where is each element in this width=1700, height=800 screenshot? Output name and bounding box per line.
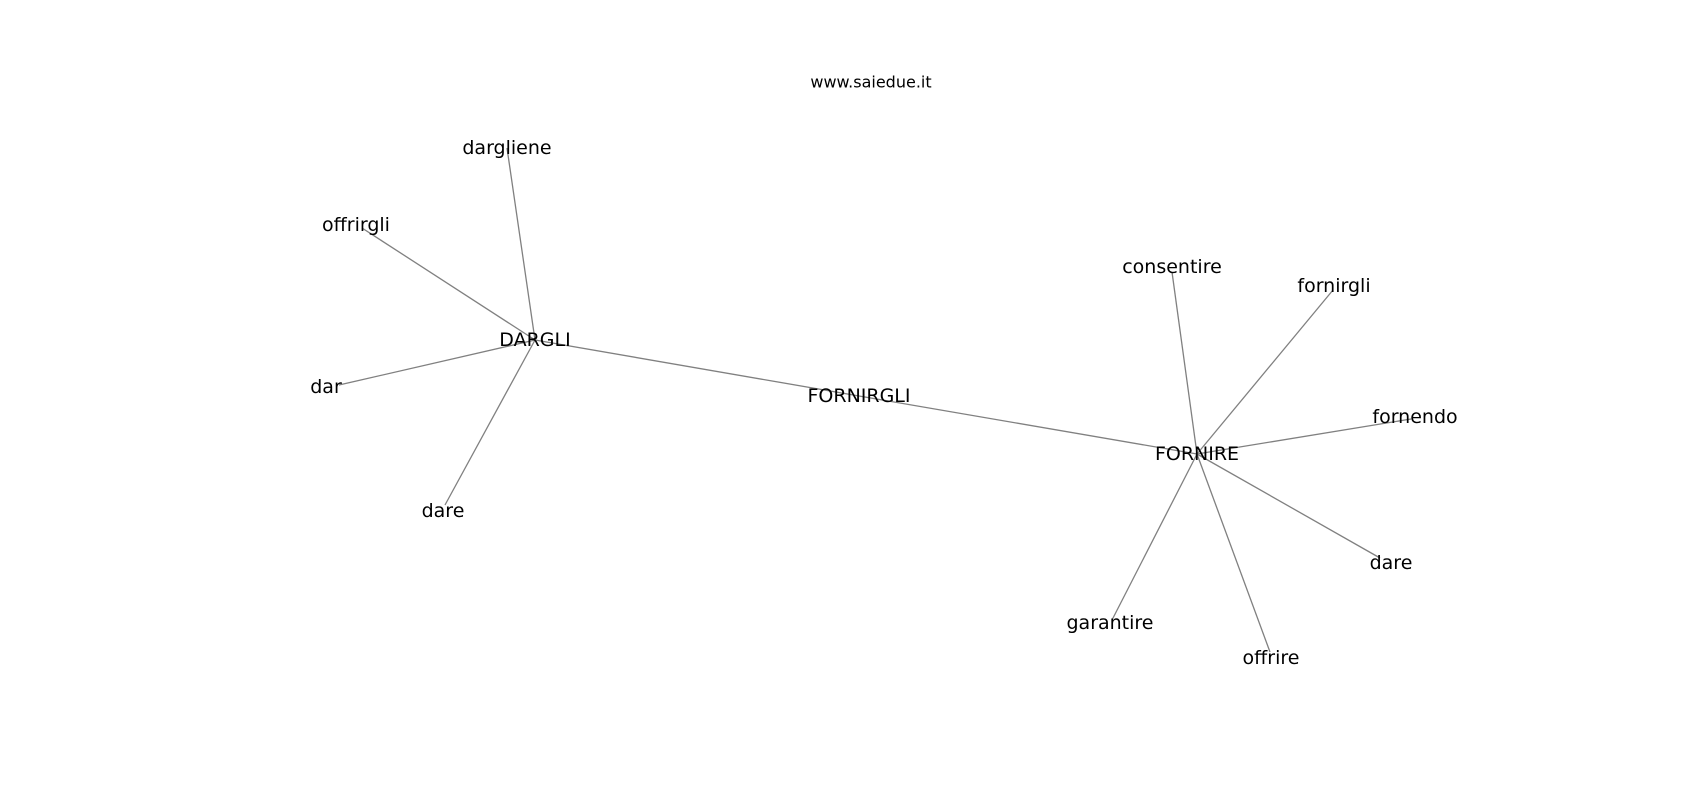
labels-layer: FORNIRGLI DARGLI FORNIRE dargliene offrirgli…	[310, 137, 1457, 669]
node-label-offrirgli: offrirgli	[322, 214, 390, 236]
edges-layer	[338, 147, 1412, 653]
node-label-dare-left: dare	[422, 500, 465, 522]
edge-fornire-dare_right	[1196, 453, 1381, 559]
edge-fornire-consentire	[1171, 271, 1198, 455]
node-label-dare-right: dare	[1370, 552, 1413, 574]
edge-fornire-fornirgli_leaf	[1196, 289, 1334, 455]
node-label-dargli: DARGLI	[499, 329, 570, 351]
node-label-offrire: offrire	[1243, 647, 1300, 669]
edge-fornire-garantire	[1111, 453, 1198, 621]
edge-dargli-offrirgli	[361, 227, 536, 341]
node-label-garantire: garantire	[1066, 612, 1153, 634]
edge-fornire-offrire	[1196, 453, 1271, 653]
site-watermark: www.saiedue.it	[810, 73, 931, 92]
node-label-fornire: FORNIRE	[1155, 443, 1239, 465]
node-label-fornirgli-center: FORNIRGLI	[807, 385, 910, 407]
edge-fornire-fornendo	[1196, 418, 1412, 455]
node-label-dargliene: dargliene	[462, 137, 551, 159]
node-label-fornendo: fornendo	[1372, 406, 1457, 428]
edge-fornirgli_center-fornire	[858, 395, 1198, 455]
node-label-dar: dar	[310, 376, 342, 398]
node-label-consentire: consentire	[1122, 256, 1222, 278]
edge-dargli-dargliene	[506, 147, 536, 341]
edge-dargli-dare_left	[444, 339, 536, 506]
node-label-fornirgli-leaf: fornirgli	[1297, 275, 1370, 297]
edge-fornirgli_center-dargli	[534, 339, 860, 397]
edge-dargli-dar	[338, 339, 536, 386]
